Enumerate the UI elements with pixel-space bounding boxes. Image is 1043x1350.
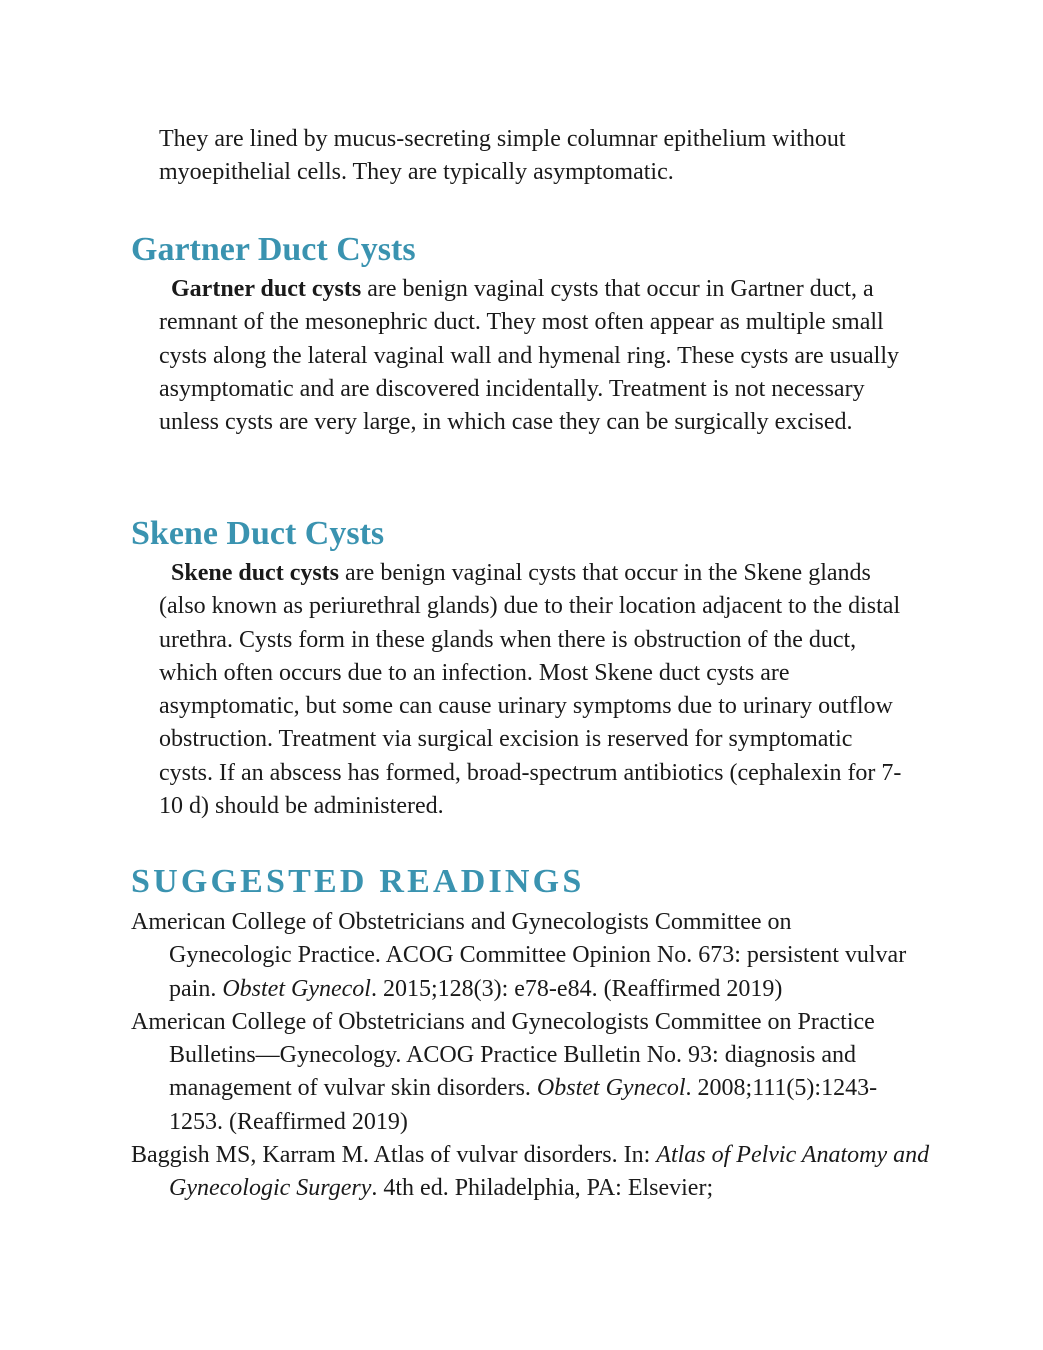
reference-list: American College of Obstetricians and Gy… <box>131 906 931 1206</box>
reference-item: American College of Obstetricians and Gy… <box>131 909 907 1002</box>
book-title: Atlas of Pelvic Anatomy and Gynecologic … <box>169 1142 930 1202</box>
intro-paragraph: They are lined by mucus-secreting simple… <box>159 123 904 190</box>
section-heading-gartner: Gartner Duct Cysts <box>131 231 416 268</box>
journal-title: Obstet Gynecol <box>222 975 371 1002</box>
journal-title: Obstet Gynecol <box>536 1075 686 1102</box>
skene-body: are benign vaginal cysts that occur in t… <box>159 560 902 820</box>
gartner-paragraph: Gartner duct cysts are benign vaginal cy… <box>159 273 909 439</box>
gartner-term: Gartner duct cysts <box>171 276 362 302</box>
skene-term: Skene duct cysts <box>171 560 340 586</box>
reference-item: American College of Obstetricians and Gy… <box>131 1008 878 1135</box>
skene-paragraph: Skene duct cysts are benign vaginal cyst… <box>159 557 911 823</box>
gartner-body: are benign vaginal cysts that occur in G… <box>159 276 900 436</box>
reference-item: Baggish MS, Karram M. Atlas of vulvar di… <box>131 1142 930 1202</box>
intro-text: They are lined by mucus-secreting simple… <box>159 126 846 186</box>
section-heading-skene: Skene Duct Cysts <box>131 515 385 552</box>
section-heading-readings: SUGGESTED READINGS <box>131 863 585 900</box>
